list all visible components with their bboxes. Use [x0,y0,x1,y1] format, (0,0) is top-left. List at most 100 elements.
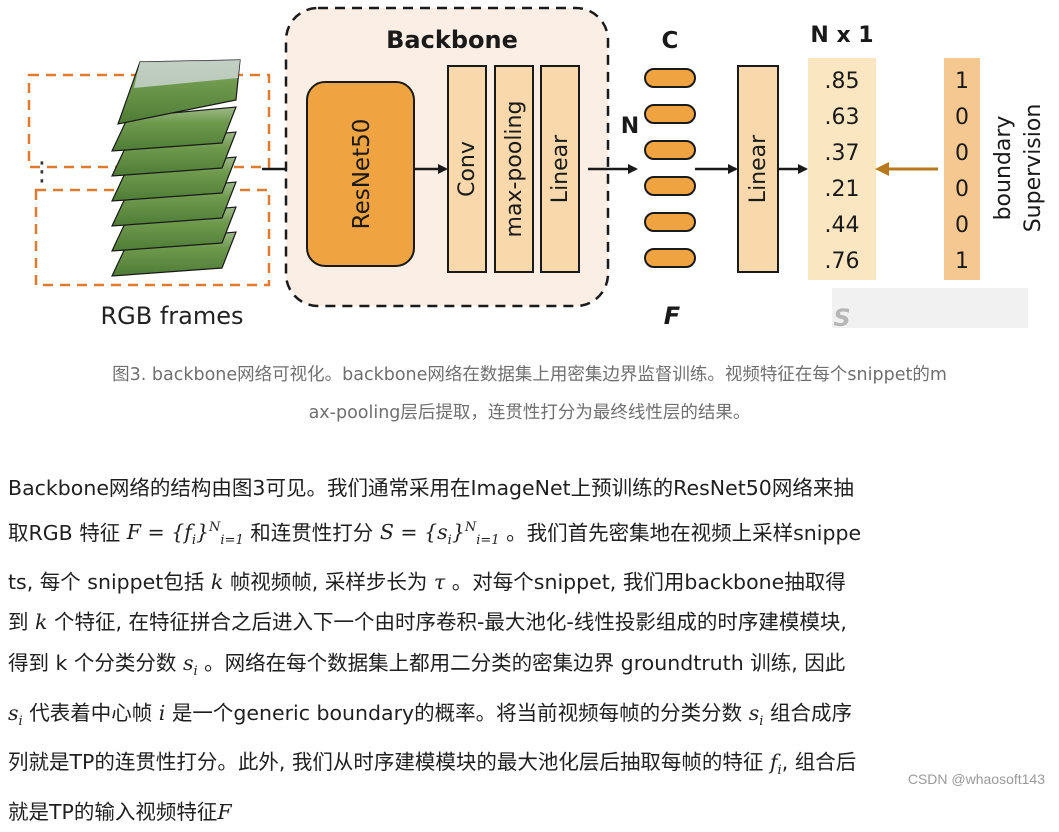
math-sub: i [18,713,23,729]
math-var: k [210,569,224,594]
text-span: 。我们首先密集地在视频上采样snippe [506,520,862,545]
linear2-label: Linear [746,134,771,203]
feature-pill [644,68,696,88]
n-label: N [621,114,639,139]
math-score-var: si [8,700,23,729]
score-value: .44 [825,213,860,238]
paragraph-line: 到 k 个特征, 在特征拼合之后进入下一个由时序卷积-最大池化-线性投影组成的时… [8,602,1056,643]
text-span: 个特征, 在特征拼合之后进入下一个由时序卷积-最大池化-线性投影组成的时序建模模… [54,610,847,635]
score-column [808,58,876,280]
score-value: .37 [825,141,860,166]
math-text: = {f [140,520,192,545]
nx1-label: N x 1 [810,23,873,48]
math-sup: N [209,520,221,536]
maxpool-block [494,65,534,273]
score-value: .21 [825,177,860,202]
c-label: C [662,28,679,54]
body-paragraph: Backbone网络的结构由图3可见。我们通常采用在ImageNet上预训练的R… [8,468,1056,832]
rgb-frame-sky [134,60,240,88]
supervision-label-line1: boundary [991,116,1016,221]
rgb-frames-label: RGB frames [100,302,243,330]
f-label: F [664,302,681,330]
caption-line: ax-pooling层后提取，连贯性打分为最终线性层的结果。 [308,403,751,423]
math-text: } [196,520,210,545]
text-span: 和连贯性打分 [250,520,374,545]
math-var: f [769,750,778,775]
paragraph-line: 得到 k 个分类分数 si 。网络在每个数据集上都用二分类的密集边界 groun… [8,643,1056,693]
text-span: 是一个generic boundary的概率。将当前视频每帧的分类分数 [171,700,743,725]
math-sub: i [193,664,198,680]
math-feature-var: fi [769,750,782,778]
math-var: τ [433,569,446,594]
caption-line: 图3. backbone网络可视化。backbone网络在数据集上用密集边界监督… [112,365,947,385]
text-span: 。对每个snippet, 我们用backbone抽取得 [451,569,846,594]
text-span: 就是TP的输入视频特征 [8,799,218,824]
score-value: .63 [825,105,860,130]
math-sub: i [777,763,782,779]
math-var: s [8,700,19,725]
math-sub: i=1 [220,533,244,549]
math-var: S [379,520,394,545]
label-value: 1 [955,69,969,94]
math-sub: i [191,533,196,549]
label-column [944,58,980,280]
text-span: ts, 每个 snippet包括 [8,569,205,594]
feature-pill [644,176,696,196]
paragraph-line: ts, 每个 snippet包括 k 帧视频帧, 采样步长为 τ 。对每个sni… [8,562,1056,603]
math-var: s [182,650,194,675]
linear-block [540,65,580,273]
math-score-var: si [182,650,198,679]
resnet50-label: ResNet50 [349,119,375,230]
feature-pill [644,212,696,232]
feature-pills [644,68,696,268]
ellipsis-dots: ⋮ [29,157,55,187]
score-value: .85 [825,69,860,94]
math-feature-set: F = {fi}Ni=1 [126,520,244,548]
math-var: F [126,520,141,545]
feature-pill [644,248,696,268]
text-span: 得到 k 个分类分数 [8,650,177,675]
watermark: CSDN @whaosoft143 [907,771,1045,787]
math-sub: i [759,713,764,729]
label-value: 0 [955,105,969,130]
math-text: } [451,520,465,545]
backbone-title: Backbone [386,26,518,54]
math-text: = {s [393,520,448,545]
math-var: s [748,700,760,725]
paragraph-line: si 代表着中心帧 i 是一个generic boundary的概率。将当前视频… [8,693,1056,743]
math-sub: i=1 [476,533,500,549]
math-score-var: si [748,700,764,729]
math-var: k [35,610,48,635]
blurred-region [832,288,1028,328]
label-value: 0 [955,177,969,202]
label-value: 0 [955,213,969,238]
feature-pill [644,140,696,160]
text-span: 到 [8,610,29,635]
text-span: , 组合后 [781,750,857,775]
conv-label: Conv [455,141,480,197]
maxpool-label: max-pooling [502,101,527,238]
paragraph-line: 取RGB 特征 F = {fi}Ni=1 和连贯性打分 S = {si}Ni=1… [8,509,1056,562]
score-value: .76 [825,249,860,274]
label-value: 1 [955,249,969,274]
linear-label: Linear [548,134,573,203]
figure-caption: 图3. backbone网络可视化。backbone网络在数据集上用密集边界监督… [0,356,1059,432]
math-sup: N [464,520,477,536]
math-var: i [158,700,166,725]
paragraph-line: 就是TP的输入视频特征F [8,792,1056,832]
text-span: 帧视频帧, 采样步长为 [229,569,428,594]
text-span: 列就是TP的连贯性打分。此外, 我们从时序建模模块的最大池化层后抽取每帧的特征 [8,750,764,775]
frame-group-bottom [34,188,271,287]
math-var: F [217,799,232,824]
conv-block [447,65,487,273]
text-span: 代表着中心帧 [29,700,153,725]
label-value: 0 [955,141,969,166]
supervision-label-line2: Supervision [1021,104,1046,233]
text-span: 取RGB 特征 [8,520,121,545]
math-score-set: S = {si}Ni=1 [379,520,500,548]
backbone-diagram: ⋮ RGB frames Backbone ResNet50 Conv max-… [0,0,1059,340]
math-sub: i [447,533,452,549]
text-span: 。网络在每个数据集上都用二分类的密集边界 groundtruth 训练, 因此 [204,650,846,675]
rgb-frame-stack [111,59,241,277]
paragraph-line: 列就是TP的连贯性打分。此外, 我们从时序建模模块的最大池化层后抽取每帧的特征 … [8,742,1056,792]
